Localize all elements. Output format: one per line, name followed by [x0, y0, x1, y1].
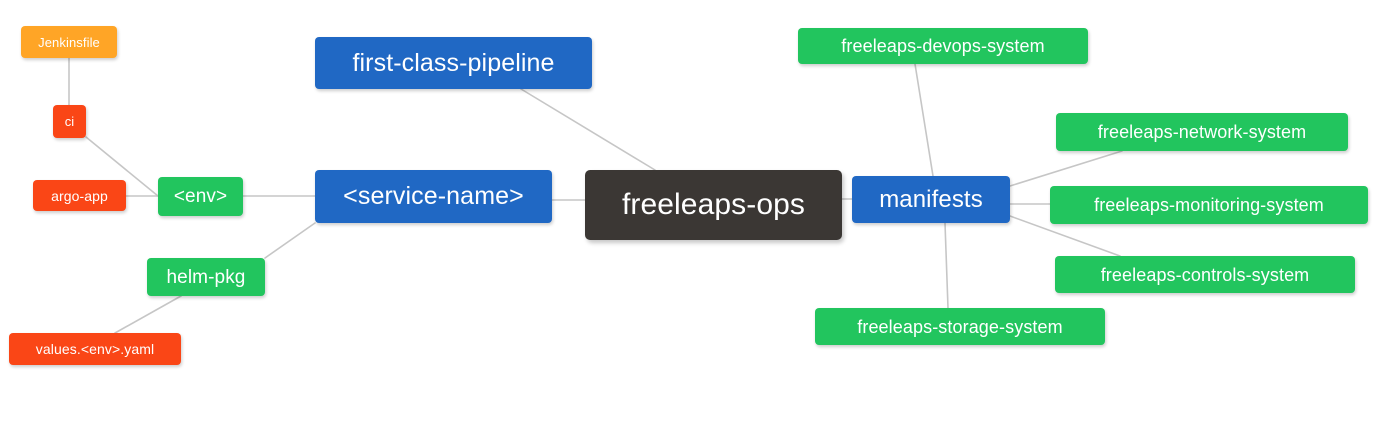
- node-env[interactable]: <env>: [158, 177, 243, 216]
- node-argo-app[interactable]: argo-app: [33, 180, 126, 211]
- edge-first-class-pipeline-to-freeleaps-ops: [520, 88, 656, 171]
- edge-manifests-to-freeleaps-storage-system: [944, 222, 949, 309]
- node-ci[interactable]: ci: [53, 105, 86, 138]
- node-freeleaps-ops[interactable]: freeleaps-ops: [585, 170, 842, 240]
- edge-service-name-to-helm-pkg: [264, 222, 316, 259]
- node-freeleaps-controls-system[interactable]: freeleaps-controls-system: [1055, 256, 1355, 293]
- edge-helm-pkg-to-values-yaml: [114, 295, 182, 334]
- node-freeleaps-storage-system[interactable]: freeleaps-storage-system: [815, 308, 1105, 345]
- node-freeleaps-monitoring-system[interactable]: freeleaps-monitoring-system: [1050, 186, 1368, 224]
- node-jenkinsfile[interactable]: Jenkinsfile: [21, 26, 117, 58]
- node-helm-pkg[interactable]: helm-pkg: [147, 258, 265, 296]
- node-first-class-pipeline[interactable]: first-class-pipeline: [315, 37, 592, 89]
- node-manifests[interactable]: manifests: [852, 176, 1010, 223]
- node-values-yaml[interactable]: values.<env>.yaml: [9, 333, 181, 365]
- edge-manifests-to-freeleaps-devops-system: [914, 63, 934, 177]
- node-freeleaps-devops-system[interactable]: freeleaps-devops-system: [798, 28, 1088, 64]
- edge-manifests-to-freeleaps-network-system: [1009, 150, 1123, 187]
- node-service-name[interactable]: <service-name>: [315, 170, 552, 223]
- node-freeleaps-network-system[interactable]: freeleaps-network-system: [1056, 113, 1348, 151]
